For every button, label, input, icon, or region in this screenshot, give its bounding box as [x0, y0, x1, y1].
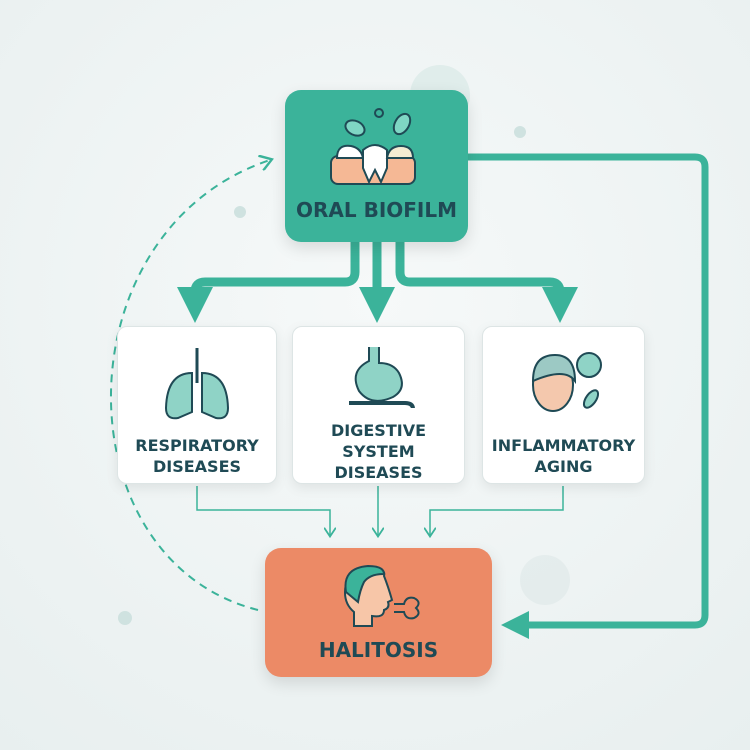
feedback-dashed-arrow: [110, 160, 270, 611]
aging-label-line1: INFLAMMATORY: [491, 436, 636, 455]
bad-breath-icon: [343, 564, 420, 627]
halitosis-label: HALITOSIS: [318, 638, 439, 662]
digestive-label-line2: DISEASES: [334, 463, 423, 482]
teeth-bacteria-icon: [329, 108, 416, 185]
oral-biofilm-node: ORAL BIOFILM: [285, 90, 468, 242]
arrow-biofilm-to-respiratory: [177, 242, 360, 323]
arrow-biofilm-to-halitosis: [468, 153, 709, 639]
digestive-diseases-node: DIGESTIVE SYSTEM DISEASES: [292, 326, 465, 484]
arrow-biofilm-to-aging: [395, 242, 578, 323]
inflammatory-aging-node: INFLAMMATORY AGING: [482, 326, 645, 484]
aging-label-line2: AGING: [534, 457, 593, 476]
link-aging-halitosis: [430, 486, 564, 535]
respiratory-label-line2: DISEASES: [152, 457, 242, 476]
digestive-label-line1: DIGESTIVE SYSTEM: [331, 421, 426, 461]
oral-biofilm-label: ORAL BIOFILM: [295, 198, 458, 222]
link-respiratory-halitosis: [196, 486, 330, 535]
respiratory-label-line1: RESPIRATORY: [135, 436, 259, 455]
halitosis-node: HALITOSIS: [265, 548, 492, 677]
lungs-icon: [164, 348, 230, 420]
respiratory-diseases-node: RESPIRATORY DISEASES: [117, 326, 277, 484]
stomach-icon: [348, 347, 415, 408]
aging-face-icon: [531, 352, 602, 412]
